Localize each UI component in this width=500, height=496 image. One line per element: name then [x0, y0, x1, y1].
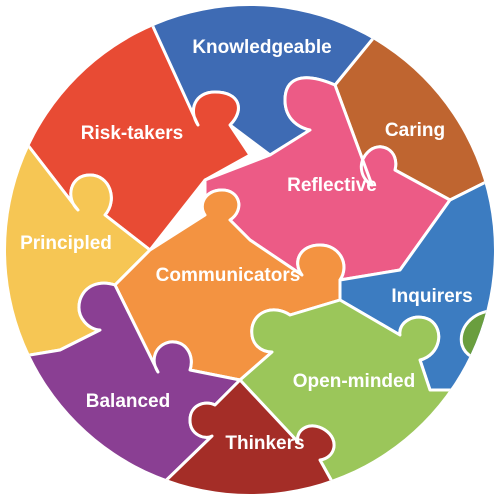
label-reflective: Reflective	[287, 175, 377, 196]
label-risk-takers: Risk-takers	[81, 123, 183, 144]
piece-thinkers	[148, 378, 342, 494]
label-balanced: Balanced	[86, 391, 170, 412]
label-open-minded: Open-minded	[293, 371, 415, 392]
label-thinkers: Thinkers	[225, 433, 304, 454]
label-caring: Caring	[385, 120, 445, 141]
label-knowledgeable: Knowledgeable	[192, 37, 331, 58]
label-inquirers: Inquirers	[391, 286, 472, 307]
label-principled: Principled	[20, 233, 112, 254]
label-communicators: Communicators	[156, 265, 301, 286]
